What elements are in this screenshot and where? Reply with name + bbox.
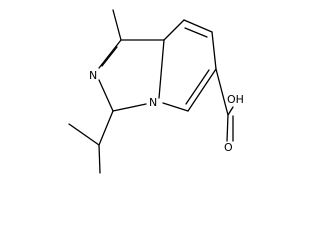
bond-isopropyl-ch3-a xyxy=(68,123,100,146)
bond-c7-c6 xyxy=(211,31,217,70)
bond-c8-c7 xyxy=(183,19,213,33)
atom-o-carbonyl: O xyxy=(224,141,233,154)
bond-c8a-c8 xyxy=(163,19,185,41)
bond-c6-c5-double xyxy=(185,69,210,105)
atom-n-bridgehead: N xyxy=(149,96,157,109)
bond-cooh-oh xyxy=(227,106,234,116)
bond-isopropyl-ch3-b xyxy=(98,144,101,174)
bond-c8-c7-double xyxy=(184,27,208,38)
bond-c6-c5 xyxy=(187,68,217,112)
atom-n-imidazole: N xyxy=(89,69,97,82)
bond-c5-n4 xyxy=(162,102,189,112)
bond-c6-cooh xyxy=(215,68,229,116)
bond-c3-isopropyl xyxy=(98,110,114,146)
bond-c1-n2 xyxy=(98,39,122,69)
molecule-structure: N N OH O xyxy=(68,9,244,174)
bond-c1-methyl xyxy=(112,9,122,41)
bond-c3-n4 xyxy=(112,103,147,112)
bond-c1-n2-double xyxy=(101,46,118,67)
bond-n2-c3 xyxy=(98,79,114,112)
bond-cooh-o xyxy=(226,114,229,142)
bond-n4-c8a xyxy=(158,39,165,99)
atom-oh: OH xyxy=(227,93,244,106)
